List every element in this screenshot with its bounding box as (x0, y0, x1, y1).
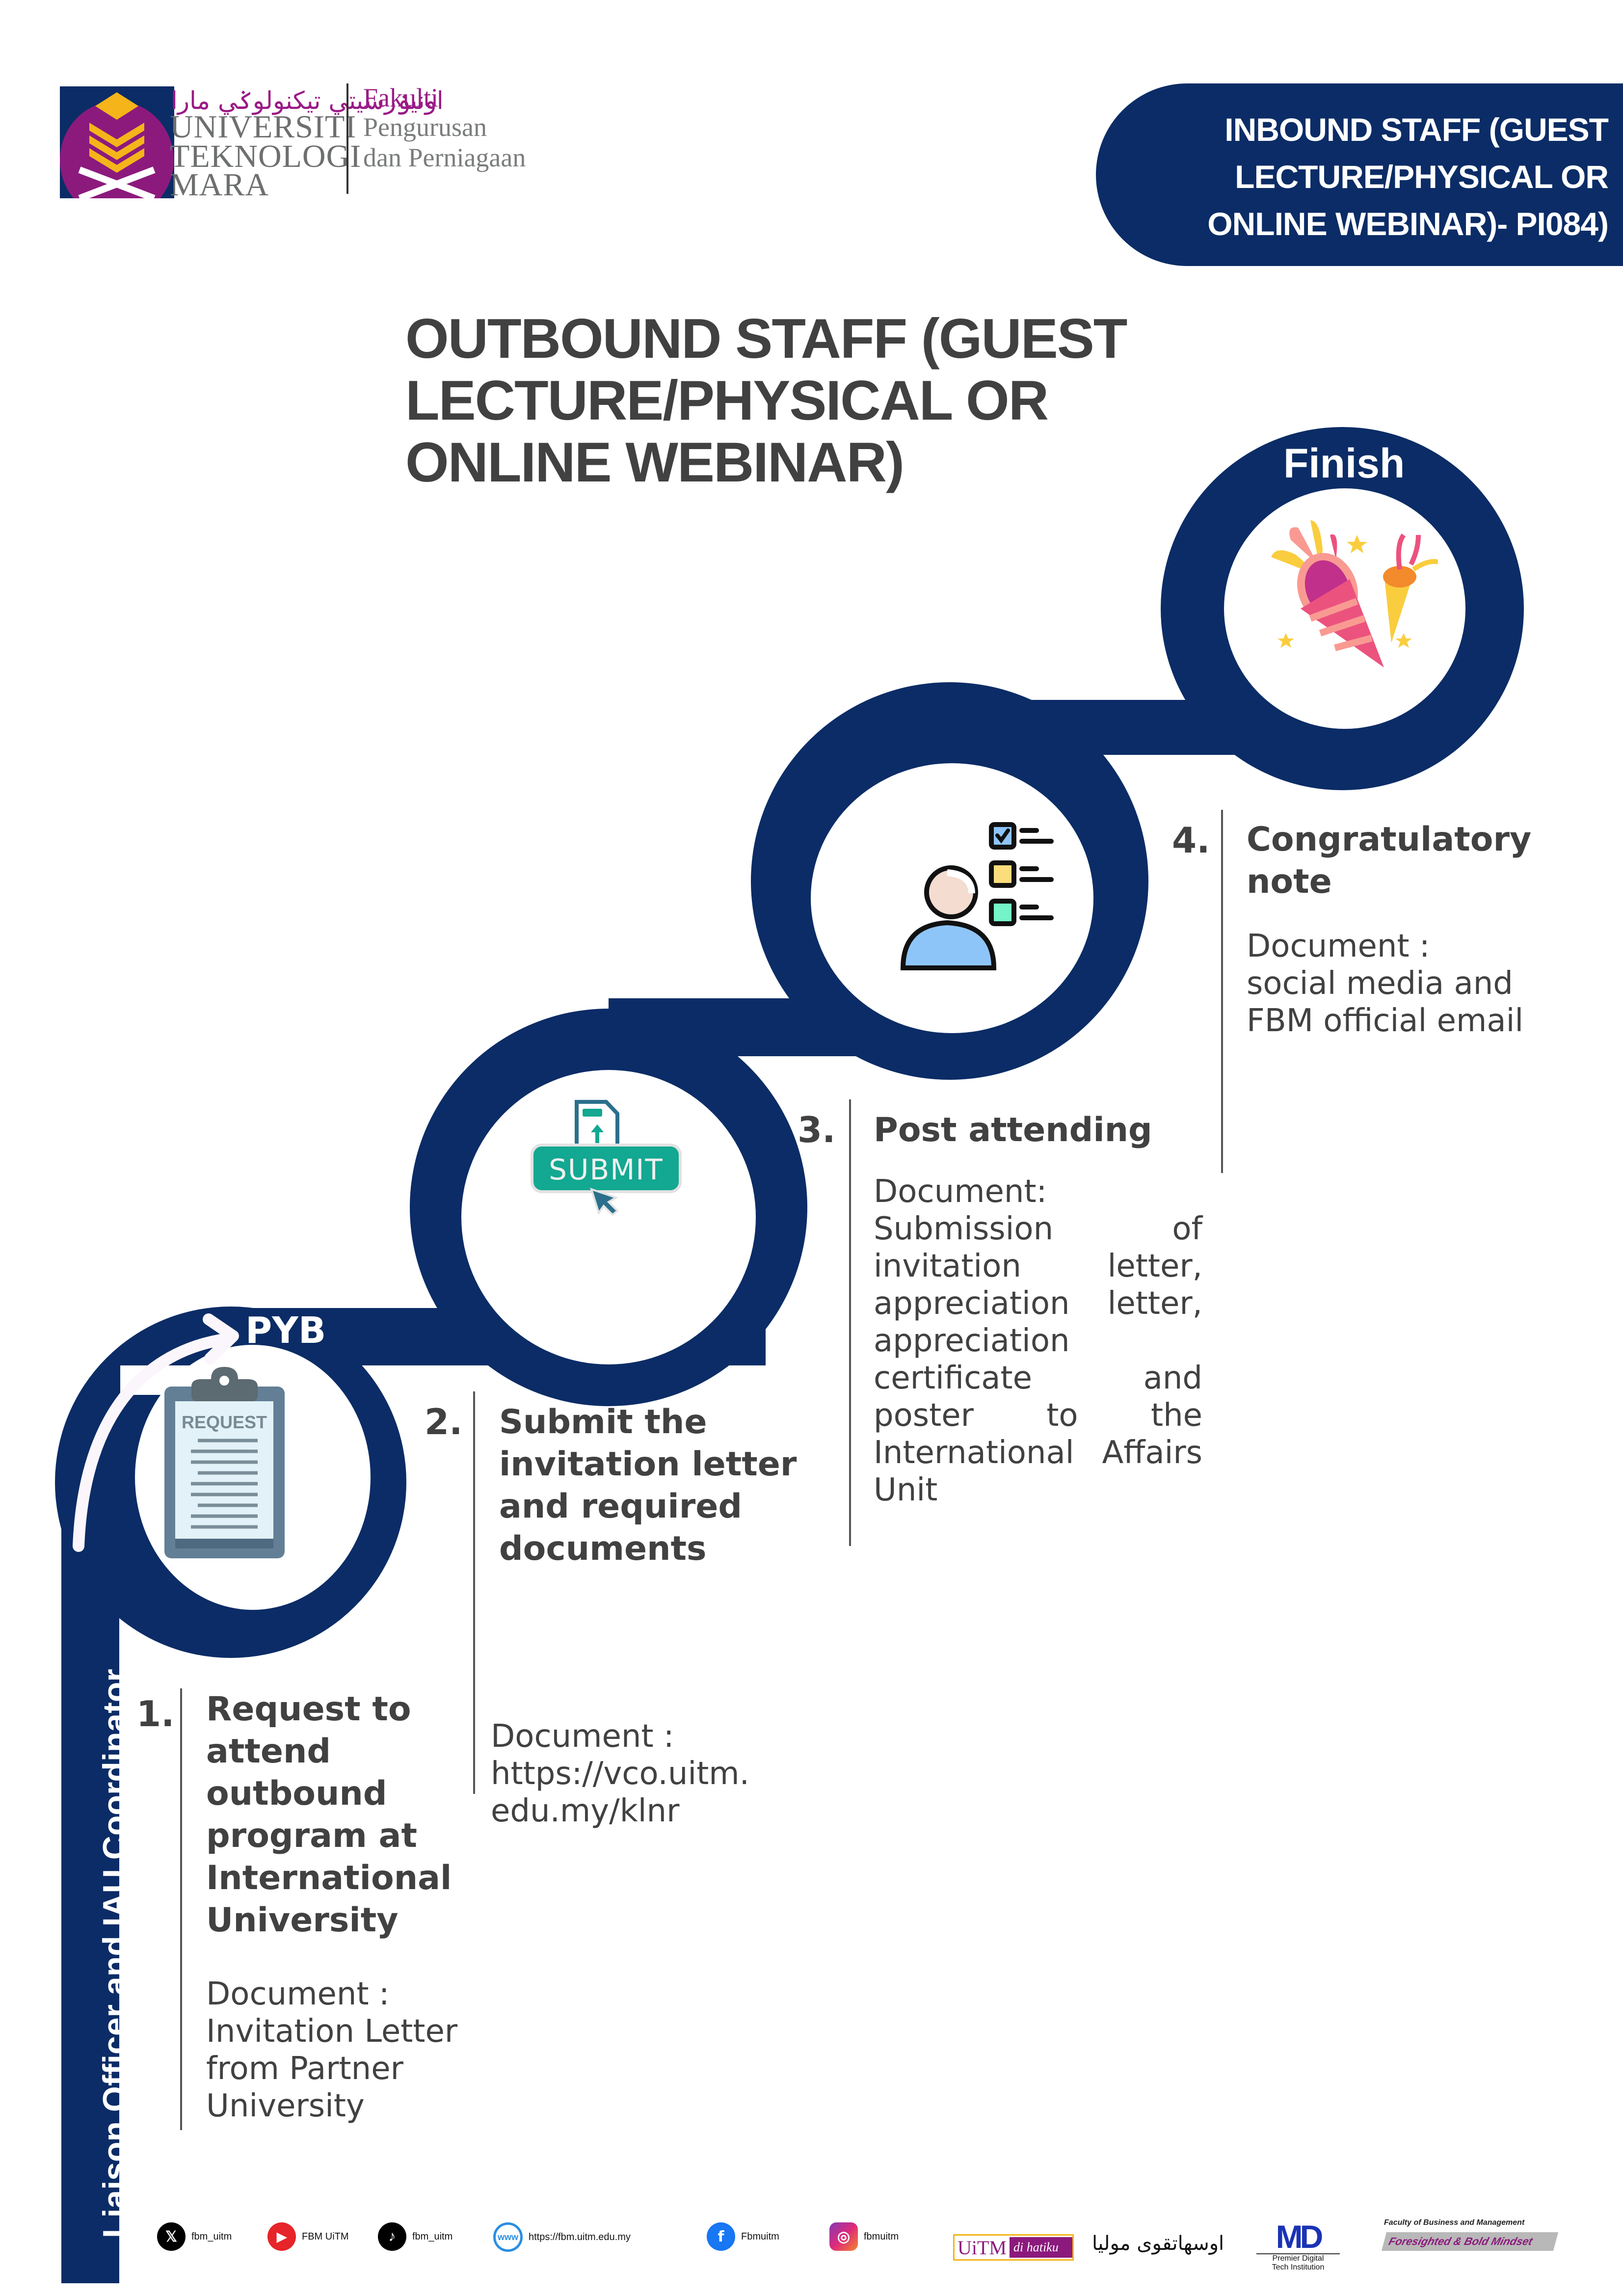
social-tiktok[interactable]: ♪ fbm_uitm (378, 2222, 452, 2251)
social-label: FBM UiTM (302, 2231, 349, 2242)
responsible-party-label: Liaison Officer and IAU Coordinator (96, 1669, 133, 2238)
vco-link[interactable]: https://vco.uitm.edu.my/klnr (491, 1756, 749, 1829)
social-label: Fbmuitm (741, 2231, 779, 2242)
facebook-icon: f (707, 2222, 735, 2251)
step-1-document: Document :Invitation Letter from Partner… (206, 1976, 458, 2124)
svg-text:SUBMIT: SUBMIT (549, 1153, 664, 1186)
step-3-document: Document: Submission of invitation lette… (874, 1174, 1202, 1508)
inbound-staff-link-text[interactable]: INBOUND STAFF (GUEST LECTURE/PHYSICAL OR… (1207, 111, 1609, 242)
road-vertical-band (61, 1492, 119, 2283)
step-4-divider (1221, 810, 1223, 1173)
social-label: fbm_uitm (191, 2231, 232, 2242)
premier-digital-logo: MD Premier Digital Tech Institution (1256, 2220, 1340, 2272)
faculty-title: Fakulti (363, 83, 439, 112)
step-2-number: 2. (425, 1401, 463, 1442)
step-1-number: 1. (136, 1693, 175, 1735)
step-2-document: Document : https://vco.uitm.edu.my/klnr (491, 1718, 749, 1829)
university-name-line: MARA (170, 167, 269, 203)
svg-text:REQUEST: REQUEST (182, 1412, 267, 1432)
uitm-di-hatiku-logo: UiTM di hatiku (953, 2234, 1074, 2261)
social-instagram[interactable]: ◎ fbmuitm (829, 2222, 899, 2251)
clipboard-request-icon: REQUEST (164, 1367, 285, 1561)
logo-divider (346, 83, 348, 194)
party-popper-icon (1271, 520, 1439, 670)
social-website[interactable]: www https://fbm.uitm.edu.my (493, 2222, 631, 2252)
social-x[interactable]: 𝕏 fbm_uitm (157, 2222, 232, 2251)
university-jawi-name: اونيۏرسيتي تيكنولوݢي مارا (171, 86, 445, 115)
faculty-name-line: dan Perniagaan (363, 143, 526, 172)
university-name-line: TEKNOLOGI (170, 138, 362, 174)
uitm-crest-logo (60, 86, 174, 219)
step-4-number: 4. (1172, 820, 1210, 861)
x-icon: 𝕏 (157, 2222, 186, 2251)
step-3-divider (849, 1099, 851, 1546)
submit-document-icon: SUBMIT (530, 1097, 682, 1220)
start-label-pyb: PYB (245, 1309, 326, 1352)
checklist-person-icon (898, 820, 1060, 977)
social-facebook[interactable]: f Fbmuitm (707, 2222, 779, 2251)
social-label: fbm_uitm (412, 2231, 453, 2242)
instagram-icon: ◎ (829, 2222, 858, 2251)
fbm-mindset-logo: Faculty of Business and Management Fores… (1381, 2218, 1559, 2251)
step-3-title: Post attending (874, 1111, 1152, 1149)
social-label: https://fbm.uitm.edu.my (529, 2231, 631, 2243)
step-2-divider (473, 1391, 475, 1794)
social-label: fbmuitm (864, 2231, 899, 2242)
step-3-number: 3. (798, 1109, 836, 1150)
university-name-line: UNIVERSITI (170, 109, 357, 145)
inbound-staff-link-pill[interactable] (1096, 83, 1623, 266)
jawi-motto: اوسهاتقوى موليا (1092, 2232, 1224, 2255)
page-title: OUTBOUND STAFF (GUEST LECTURE/PHYSICAL O… (405, 308, 1127, 494)
social-youtube[interactable]: ▶ FBM UiTM (267, 2222, 349, 2251)
finish-label: Finish (1283, 440, 1405, 486)
globe-icon: www (493, 2222, 523, 2252)
tiktok-icon: ♪ (378, 2222, 406, 2251)
faculty-name-line: Pengurusan (363, 112, 487, 142)
youtube-icon: ▶ (267, 2222, 296, 2251)
step-1-divider (180, 1688, 182, 2130)
